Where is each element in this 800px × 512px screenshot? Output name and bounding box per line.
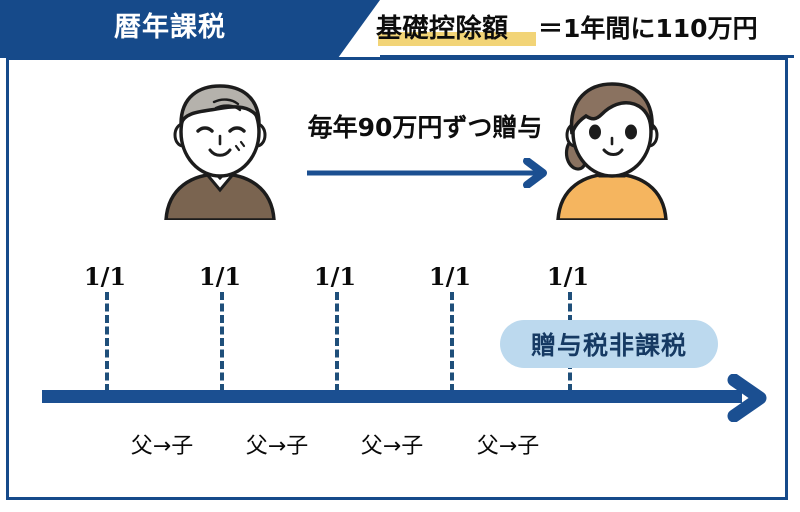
header-tab-label: 暦年課税 <box>114 12 226 43</box>
tick-line-1 <box>105 292 109 392</box>
gap-label-4: 父→子 <box>476 434 540 459</box>
status-badge: 贈与税非課税 <box>500 320 718 368</box>
header-band: 暦年課税 基礎控除額 ＝1年間に110万円 <box>0 0 800 58</box>
gift-arrow-icon <box>307 157 547 189</box>
header-tab-shape <box>0 0 380 58</box>
tick-label-4: 1/1 <box>428 262 472 291</box>
gift-arrow <box>305 157 555 192</box>
gap-label-1: 父→子 <box>130 434 194 459</box>
gift-caption-label: 毎年90万円ずつ贈与 <box>307 113 543 142</box>
status-badge-label: 贈与税非課税 <box>530 331 687 360</box>
timeline-arrowhead <box>726 373 782 426</box>
gap-label-2: 父→子 <box>245 434 309 459</box>
tick-label-3: 1/1 <box>313 262 357 291</box>
formula-remainder-text: ＝1年間に110万円 <box>538 14 758 43</box>
timeline-axis <box>42 390 742 403</box>
receiver-avatar <box>550 80 675 220</box>
gap-label-3: 父→子 <box>360 434 424 459</box>
tick-label-1: 1/1 <box>83 262 127 291</box>
tick-line-4 <box>450 292 454 392</box>
highlighted-term: 基礎控除額 <box>376 8 536 50</box>
highlight-term-text: 基礎控除額 <box>376 14 509 44</box>
frame-top-edge <box>380 55 794 58</box>
giver-avatar <box>158 80 283 220</box>
timeline-arrow-icon <box>727 373 767 423</box>
adult-woman-illustration <box>556 82 668 220</box>
tick-line-3 <box>335 292 339 392</box>
tick-line-2 <box>220 292 224 392</box>
yellow-highlight-marker <box>378 32 536 46</box>
tick-label-5: 1/1 <box>546 262 590 291</box>
tick-label-2: 1/1 <box>198 262 242 291</box>
elderly-man-illustration <box>164 84 276 220</box>
header-formula: 基礎控除額 ＝1年間に110万円 <box>372 8 792 52</box>
